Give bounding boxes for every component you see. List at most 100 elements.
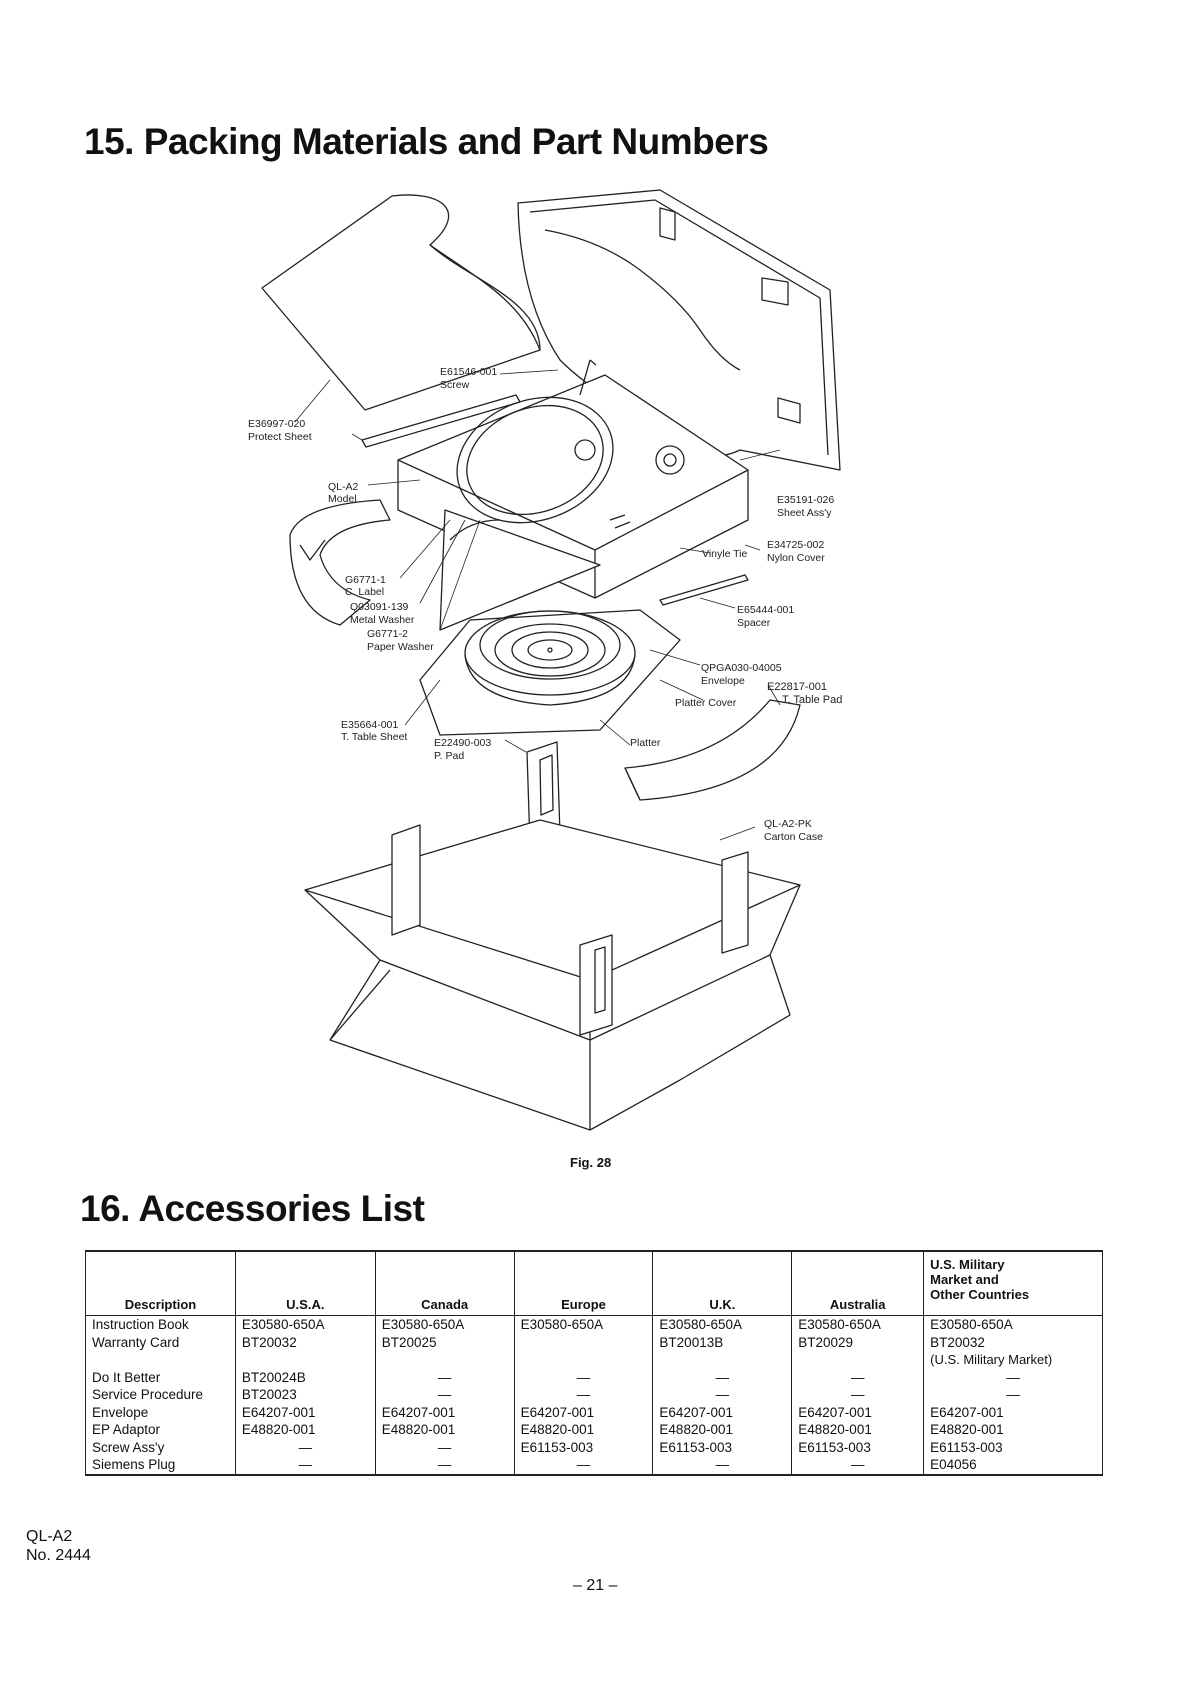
cell-canada-text: — [437,1439,452,1455]
cell-uk: E30580-650A [652,1315,793,1334]
cell-europe [513,1333,654,1369]
cell-australia-text: E61153-003 [798,1439,871,1455]
section-16-title: 16. Accessories List [80,1188,425,1229]
cell-australia: — [791,1386,925,1404]
cell-desc: Envelope [85,1403,236,1421]
cell-desc-text: Siemens Plug [92,1457,176,1472]
cell-desc: Siemens Plug [85,1456,236,1476]
cell-usa-text: — [298,1439,313,1455]
cell-europe: E61153-003 [513,1438,654,1456]
cell-canada: E64207-001 [374,1403,515,1421]
cell-military: — [923,1368,1103,1386]
cell-canada-text: E30580-650A [381,1317,465,1332]
cell-canada-text: — [437,1387,452,1402]
cell-military: BT20032(U.S. Military Market) [923,1333,1103,1369]
cell-desc: Warranty Card [85,1333,236,1369]
label-screw-part: E61546-001 [440,366,497,378]
cell-australia-text: E30580-650A [798,1317,881,1332]
label-screw-name: Screw [440,379,470,391]
cell-military-text: E30580-650A [930,1317,1013,1332]
col-header-military-line1: U.S. Military [930,1257,1005,1272]
cell-usa: E64207-001 [234,1403,376,1421]
cell-uk-text: — [715,1369,730,1385]
cell-australia: BT20029 [791,1333,925,1369]
cell-canada: — [374,1368,515,1386]
cell-canada: — [374,1438,515,1456]
label-nylon-name: Nylon Cover [767,552,825,564]
col-header-usa: U.S.A. [234,1250,376,1316]
cell-usa: BT20023 [234,1386,376,1404]
cell-usa-text: BT20023 [241,1387,297,1402]
cell-military: E30580-650A [923,1315,1103,1334]
section-15-title: 15. Packing Materials and Part Numbers [84,121,769,162]
cell-uk-text: E48820-001 [659,1422,733,1437]
footer-model: QL-A2 [26,1528,73,1545]
col-header-military: U.S. Military Market and Other Countries [923,1250,1103,1316]
exploded-packing-diagram: E61546-001 Screw E36997-020 Protect Shee… [248,189,842,1131]
cell-australia-text: — [850,1457,865,1472]
cell-uk: — [652,1368,793,1386]
cell-military-text: E64207-001 [930,1404,1004,1420]
cell-military-text: E61153-003 [930,1439,1003,1455]
col-header-uk: U.K. [652,1250,793,1316]
label-model-name: Model [328,493,357,505]
cell-australia-text: — [850,1369,865,1385]
cell-europe: E48820-001 [513,1421,654,1439]
label-sheet-part: E35191-026 [777,494,834,506]
cell-military: E64207-001 [923,1403,1103,1421]
cell-uk-text: — [715,1387,730,1402]
label-clabel-name: C. Label [345,586,384,598]
cell-usa: — [234,1456,376,1476]
cell-usa-text: BT20032 [241,1334,297,1350]
cell-europe: — [513,1386,654,1404]
cell-military: — [923,1386,1103,1404]
cell-australia: — [791,1368,925,1386]
cell-desc: Service Procedure [85,1386,236,1404]
cell-usa-text: E64207-001 [241,1404,316,1420]
cell-uk-text: E30580-650A [659,1317,742,1332]
cell-canada-text: BT20025 [381,1334,437,1350]
cell-usa: E48820-001 [234,1421,376,1439]
cell-europe-text: E48820-001 [520,1422,595,1437]
label-nylon-part: E34725-002 [767,539,824,551]
label-sheet-name: Sheet Ass'y [777,507,832,519]
cell-europe: E30580-650A [513,1315,654,1334]
cell-military: E04056 [923,1456,1103,1476]
cell-europe: E64207-001 [513,1403,654,1421]
cell-australia-text: E48820-001 [798,1422,872,1437]
cell-desc: Instruction Book [85,1315,236,1334]
page-number: – 21 – [573,1577,618,1594]
label-spacer-name: Spacer [737,617,771,629]
cell-canada: E30580-650A [374,1315,515,1334]
cell-europe: — [513,1456,654,1476]
col-header-australia: Australia [791,1250,925,1316]
footer-model-info: QL-A2 No. 2444 [26,1527,91,1565]
cell-usa: — [234,1438,376,1456]
cell-uk: E61153-003 [652,1438,793,1456]
cell-australia: E30580-650A [791,1315,925,1334]
label-mwasher-part: Q03091-139 [350,601,409,613]
table-row: Siemens Plug—————E04056 [85,1456,1103,1476]
label-spacer-part: E65444-001 [737,604,794,616]
cell-australia-text: E64207-001 [798,1404,872,1420]
cell-desc: EP Adaptor [85,1421,236,1439]
cell-military: E48820-001 [923,1421,1103,1439]
cell-military-text: — [1006,1369,1020,1385]
cell-usa-text: — [298,1457,313,1472]
cell-australia-text: BT20029 [798,1334,854,1350]
cell-usa: E30580-650A [234,1315,376,1334]
cell-usa: BT20024B [234,1368,376,1386]
label-platter-cover: Platter Cover [675,697,737,709]
cell-military: E61153-003 [923,1438,1103,1456]
cell-military-note: (U.S. Military Market) [930,1352,1053,1367]
table-header-row: Description U.S.A. Canada Europe U.K. Au… [85,1250,1103,1316]
col-header-europe: Europe [513,1250,654,1316]
label-pwasher-part: G6771-2 [367,628,408,640]
cell-canada-text: E48820-001 [381,1422,456,1437]
label-mwasher-name: Metal Washer [350,614,415,626]
cell-canada: — [374,1386,515,1404]
